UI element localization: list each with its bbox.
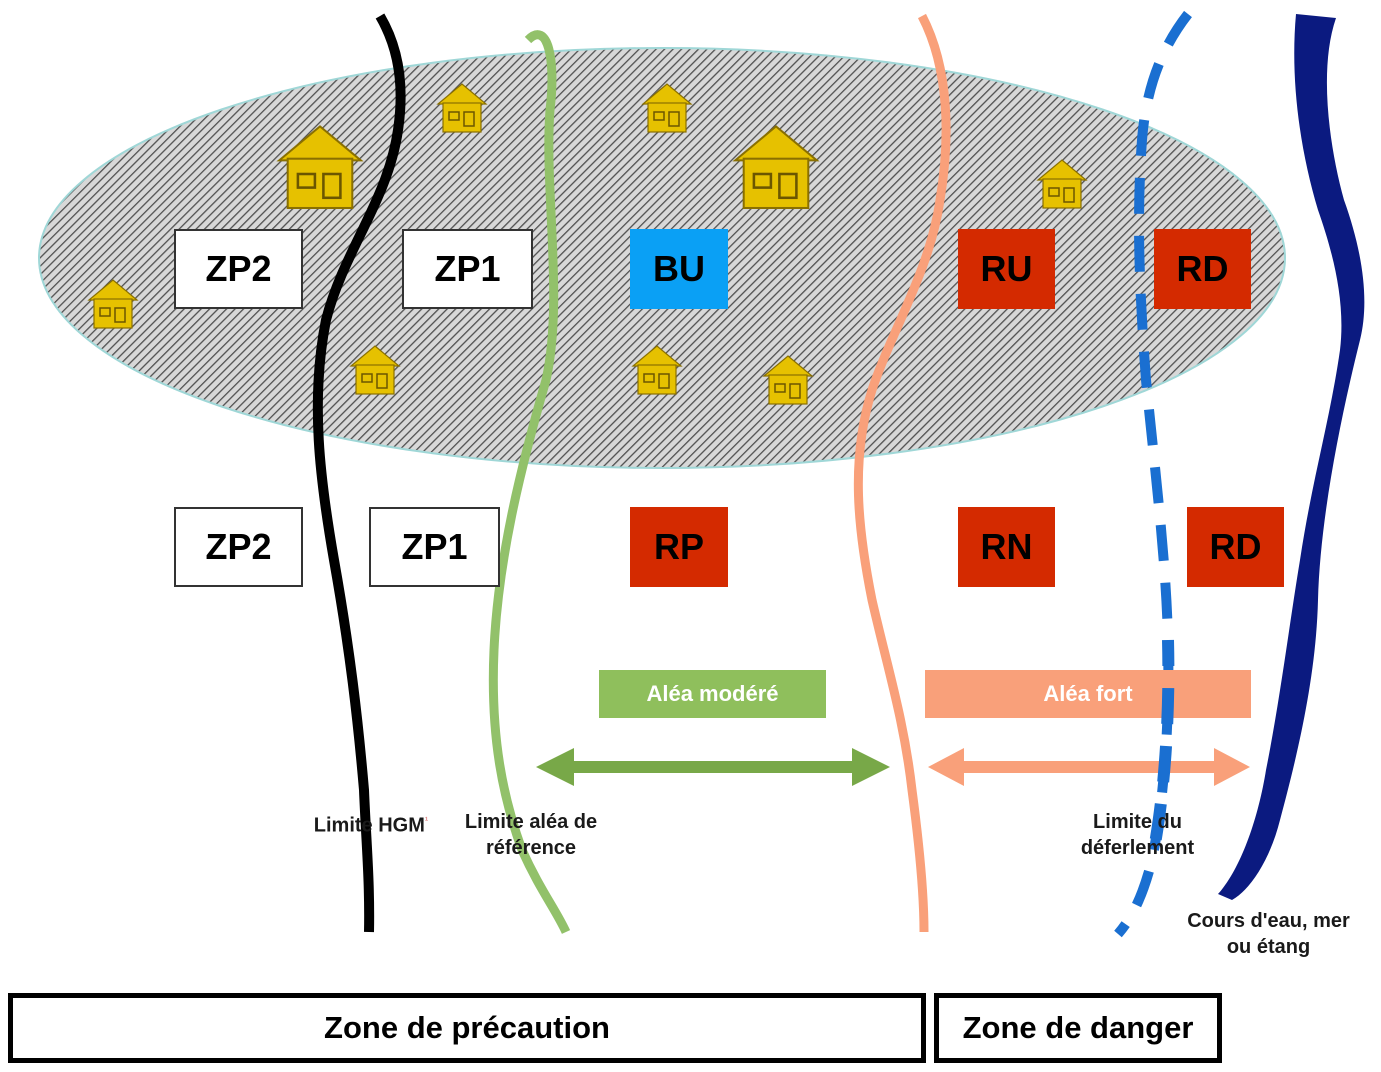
house-icon xyxy=(276,125,364,210)
zone-rd-natural: RD xyxy=(1187,507,1284,587)
reference-limit-text-2: référence xyxy=(485,837,577,859)
zone-rd-urban: RD xyxy=(1154,229,1251,309)
water-label: Cours d'eau, mer ou étang xyxy=(1166,908,1371,960)
wave-break-limit-label: Limite du déferlement xyxy=(1060,809,1215,861)
zone-label: RD xyxy=(1176,248,1229,289)
strong-hazard-bar: Aléa fort xyxy=(925,670,1251,718)
precaution-zone-box: Zone de précaution xyxy=(8,993,926,1063)
reference-limit-label: Limite aléa de référence xyxy=(446,809,616,861)
danger-zone-label: Zone de danger xyxy=(962,1010,1194,1045)
house-icon xyxy=(87,279,139,329)
water-text-2: ou étang xyxy=(1226,936,1311,958)
house-icon xyxy=(631,345,683,395)
hgm-footnote-mark: ¹ xyxy=(424,816,429,827)
houses-group xyxy=(87,83,1088,405)
reference-limit-line xyxy=(488,30,571,934)
zone-rp: RP xyxy=(630,507,728,587)
strong-hazard-label: Aléa fort xyxy=(1043,681,1133,706)
water-body xyxy=(1218,14,1365,900)
reference-limit-text-1: Limite aléa de xyxy=(464,811,598,833)
strong-hazard-arrow xyxy=(928,748,1250,786)
zone-label: RD xyxy=(1209,526,1262,567)
wave-break-text-1: Limite du xyxy=(1093,811,1182,833)
house-icon xyxy=(349,345,401,395)
house-icon xyxy=(436,83,488,133)
precaution-zone-label: Zone de précaution xyxy=(324,1010,610,1045)
moderate-hazard-arrow xyxy=(536,748,890,786)
zone-zp1-natural: ZP1 xyxy=(369,507,500,587)
house-icon xyxy=(732,125,820,210)
hgm-limit-text: Limite HGM xyxy=(313,814,425,837)
zone-label: BU xyxy=(653,248,705,289)
hgm-limit-line xyxy=(312,13,406,933)
zone-zp1-urban: ZP1 xyxy=(402,229,533,309)
zone-bu: BU xyxy=(630,229,728,309)
wave-break-text-2: déferlement xyxy=(1080,837,1195,859)
water-text-1: Cours d'eau, mer xyxy=(1187,910,1350,932)
zone-label: ZP2 xyxy=(205,526,272,567)
strong-hazard-limit-line xyxy=(853,13,951,933)
zone-label: ZP2 xyxy=(205,248,272,289)
zone-ru: RU xyxy=(958,229,1055,309)
zone-zp2-urban: ZP2 xyxy=(174,229,303,309)
house-icon xyxy=(641,83,693,133)
zone-label: RP xyxy=(653,526,704,567)
wave-break-limit-line xyxy=(1114,10,1192,938)
zone-zp2-natural: ZP2 xyxy=(174,507,303,587)
zone-rn: RN xyxy=(958,507,1055,587)
house-icon xyxy=(1036,159,1088,209)
zone-label: RU xyxy=(980,248,1033,289)
moderate-hazard-label: Aléa modéré xyxy=(646,681,779,706)
hgm-limit-label: Limite HGM¹ xyxy=(296,809,446,839)
house-icon xyxy=(762,355,814,405)
danger-zone-box: Zone de danger xyxy=(934,993,1222,1063)
zone-label: ZP1 xyxy=(401,526,468,567)
zone-label: RN xyxy=(980,526,1033,567)
moderate-hazard-bar: Aléa modéré xyxy=(599,670,826,718)
zone-label: ZP1 xyxy=(434,248,501,289)
